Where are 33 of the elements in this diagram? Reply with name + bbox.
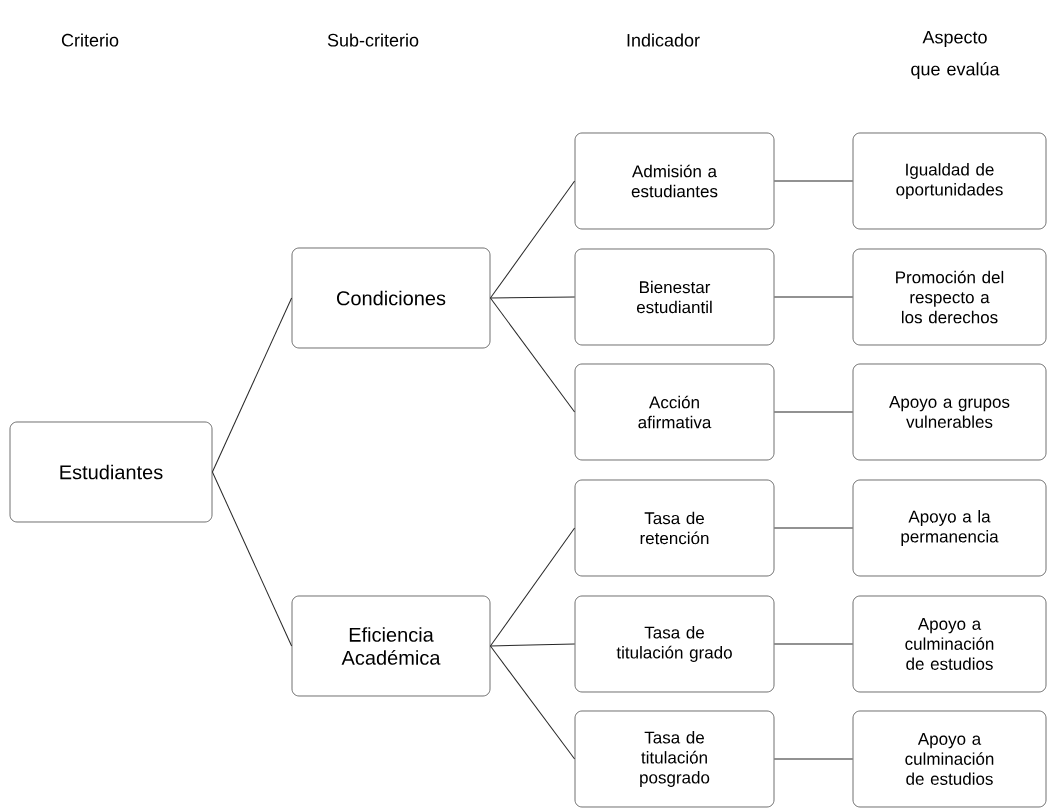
column-header: Criterio [61,33,119,47]
column-header: Sub-criterio [327,33,419,47]
column-header: Indicador [627,33,700,47]
box: Apoyo a la permanencia [852,479,1047,577]
box: Apoyo a culminación de estudios [852,710,1047,808]
connector-line [211,297,293,473]
box: Tasa de titulación grado [574,595,775,693]
column-header: Aspecto que evalúa [911,30,1000,80]
box: Estudiantes [9,421,213,523]
box: Tasa de retención [574,479,775,577]
connector-line [773,296,854,298]
box: Promoción del respecto a los derechos [852,248,1047,346]
connector-line [489,645,576,760]
connector-line [773,180,854,182]
connector-line [489,180,576,299]
connector-line [211,471,293,647]
connector-line [773,527,854,529]
connector-line [489,297,576,413]
box: Condiciones [291,247,491,349]
box: Apoyo a culminación de estudios [852,595,1047,693]
connector-line [489,296,576,299]
connector-line [489,527,576,647]
connector-line [773,643,854,645]
box: Acción afirmativa [574,363,775,461]
connector-line [489,643,576,647]
connector-line [773,758,854,760]
box: Admisión a estudiantes [574,132,775,230]
box: Apoyo a grupos vulnerables [852,363,1047,461]
box: Bienestar estudiantil [574,248,775,346]
connector-line [773,411,854,413]
box: Igualdad de oportunidades [852,132,1047,230]
box: Tasa de titulación posgrado [574,710,775,808]
box: Eficiencia Académica [291,595,491,697]
